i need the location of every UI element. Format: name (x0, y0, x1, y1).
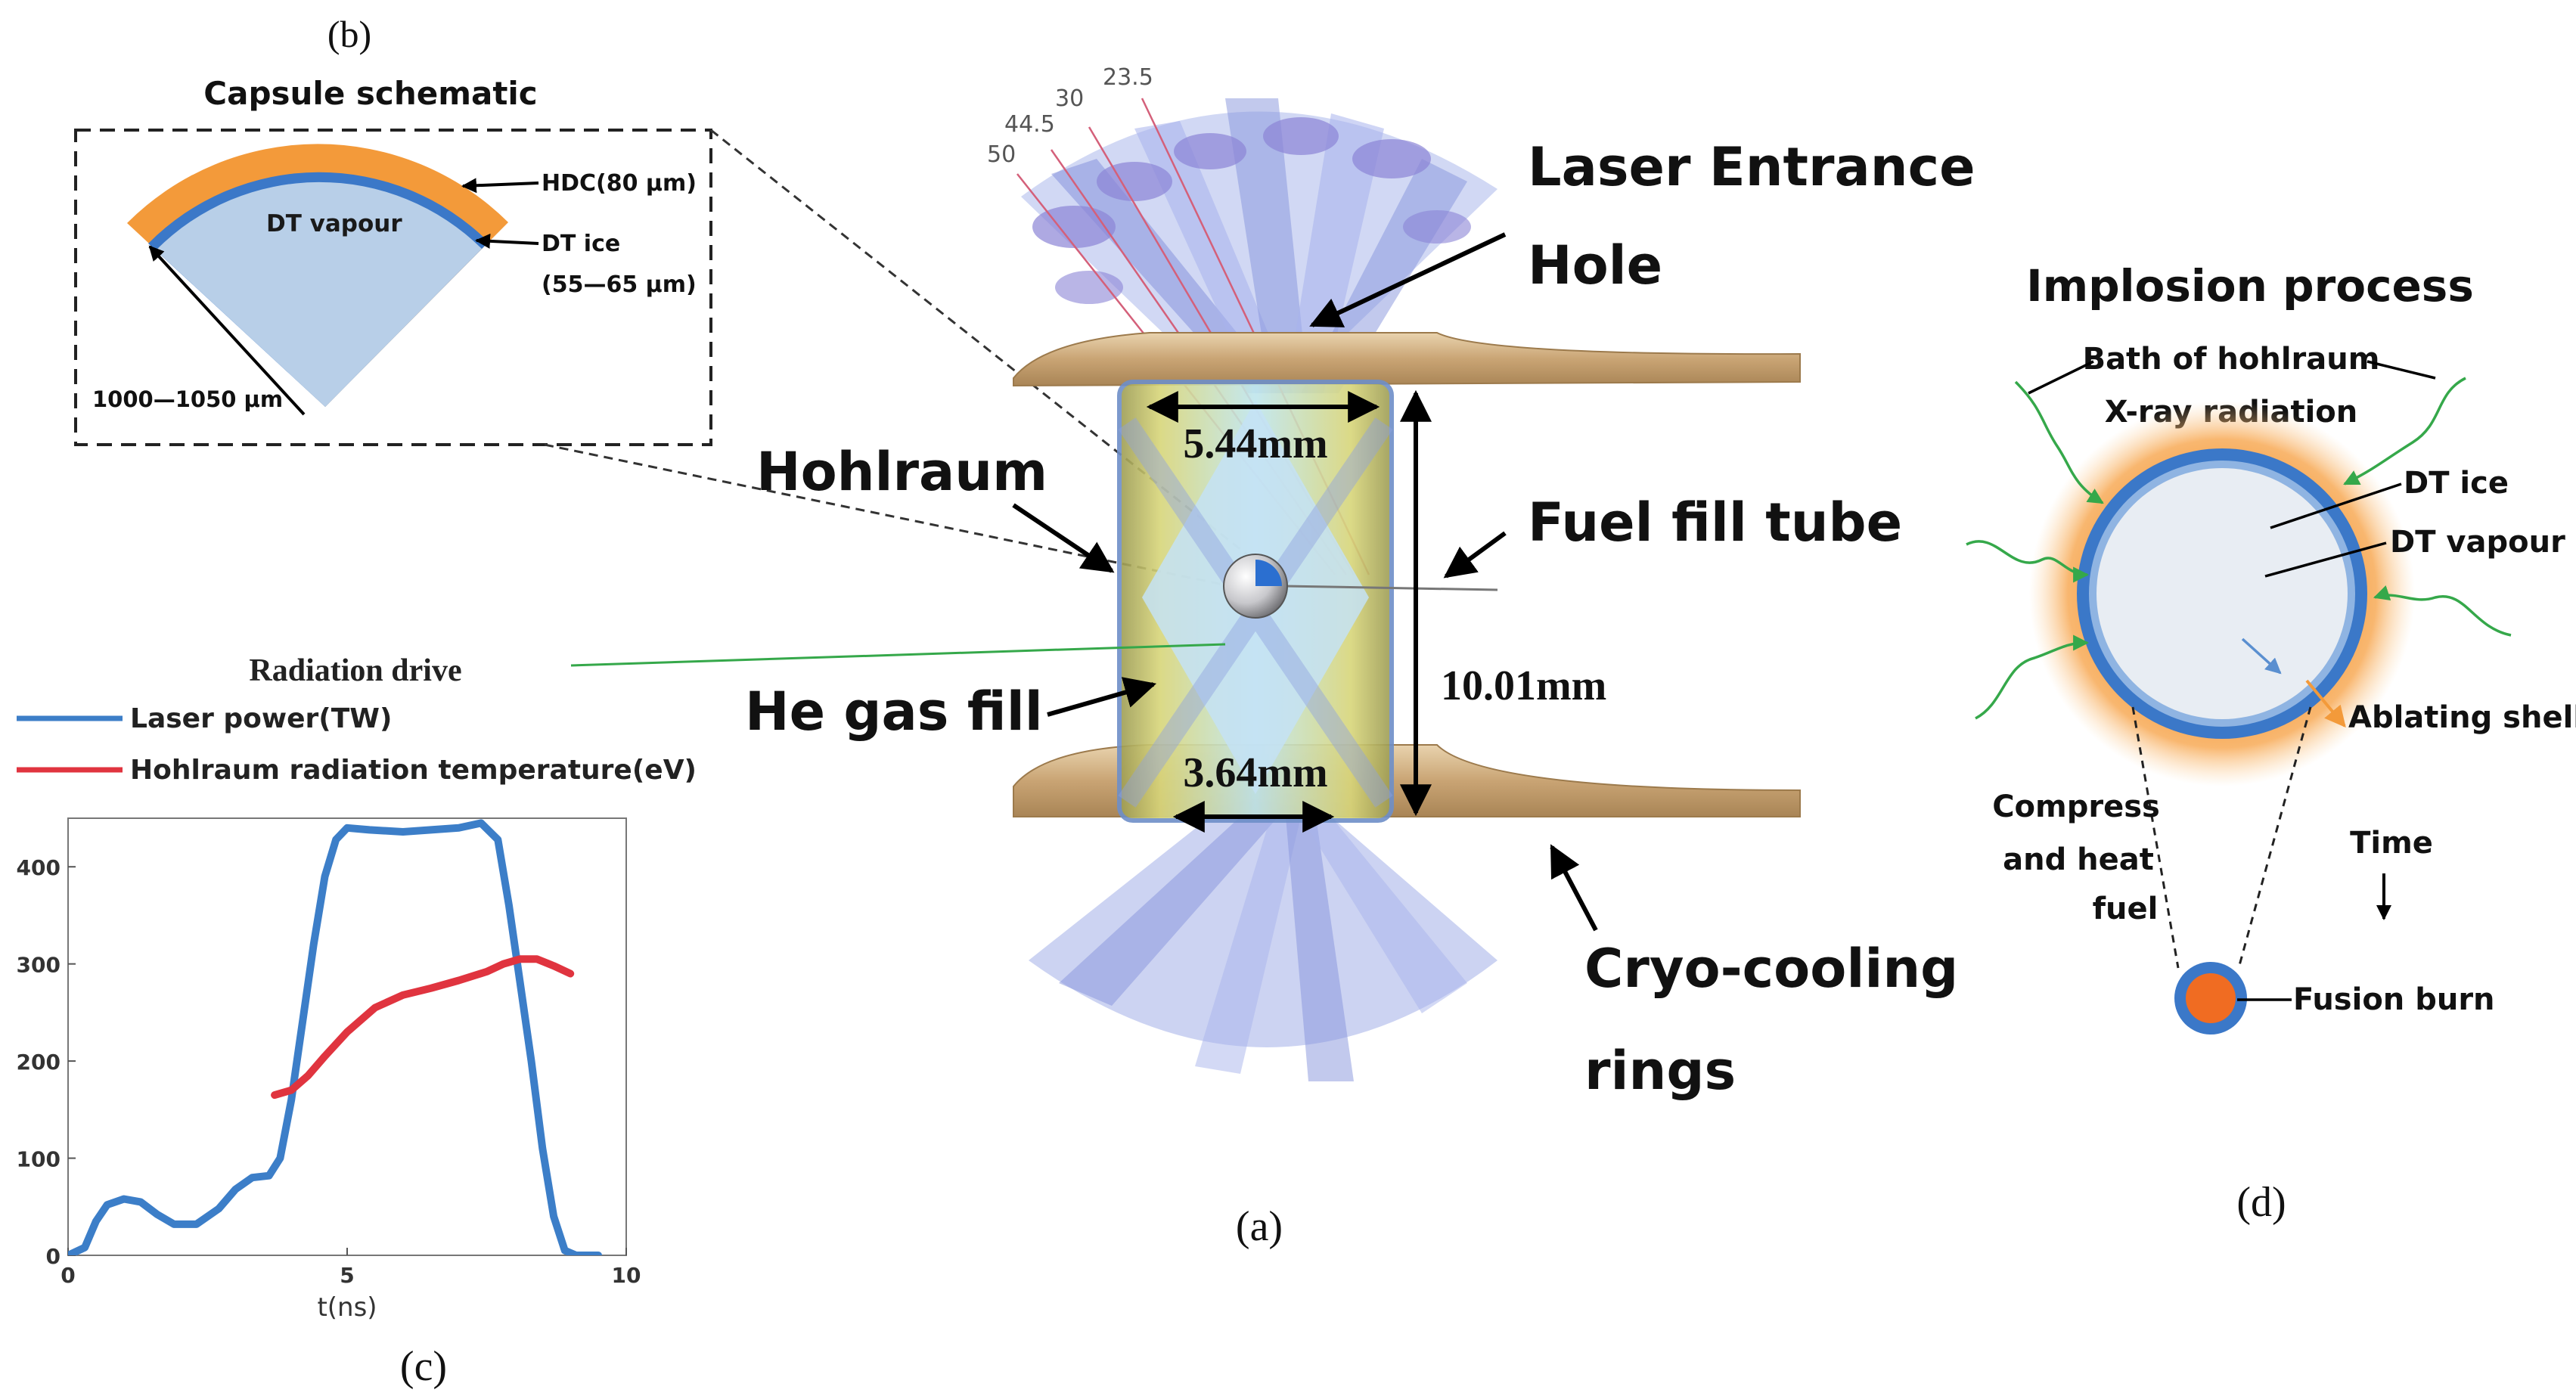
x-tick-label: 10 (612, 1263, 641, 1288)
bath-pointer-right (2367, 360, 2436, 380)
angle-44-5: 44.5 (1004, 111, 1055, 138)
leh-width-label: 3.64mm (1183, 749, 1327, 796)
capsule-vapour-label: DT vapour (266, 210, 402, 237)
radiation-drive-link-line (570, 643, 1226, 667)
fusion-burn-label: Fusion burn (2293, 982, 2495, 1017)
capsule-hdc-label: HDC(80 μm) (542, 170, 697, 197)
ablating-label: Ablating shell (2348, 700, 2576, 735)
dt-vapour-core (2096, 468, 2348, 719)
height-label: 10.01mm (1441, 662, 1606, 709)
hohlraum-pointer (1012, 503, 1115, 573)
panel-b: (b) Capsule schematic DT vapour HDC(80 μ… (74, 13, 1279, 588)
cryo-label-line2: rings (1584, 1040, 1736, 1102)
legend-label-radiation: Hohlraum radiation temperature(eV) (130, 755, 697, 786)
vapour-region (156, 181, 482, 407)
leh-label-line1: Laser Entrance (1528, 136, 1975, 198)
capsule-inset-box (74, 129, 712, 446)
ablation-arrow (2305, 679, 2346, 728)
angle-30: 30 (1055, 85, 1084, 112)
compress-label-line1: Compress (1992, 789, 2160, 824)
cryo-pointer (1550, 844, 1598, 932)
leh-pointer (1309, 232, 1507, 327)
legend-label-laser: Laser power(TW) (130, 703, 392, 734)
y-tick-label: 300 (17, 953, 61, 978)
y-tick-label: 400 (17, 855, 61, 880)
vapour-pointer-d (2264, 541, 2387, 578)
radiation-temperature-line (271, 955, 575, 1100)
x-tick-label: 0 (61, 1263, 75, 1288)
panel-label-b: (b) (327, 13, 371, 55)
panel-label-d: (d) (2236, 1179, 2286, 1226)
he-gas-pointer (1047, 677, 1157, 717)
hdc-pointer (461, 178, 539, 194)
x-tick-label: 5 (340, 1263, 354, 1288)
hohlraum-label: Hohlraum (756, 441, 1047, 503)
chart-series (68, 819, 603, 1255)
capsule-cutaway (1255, 560, 1282, 586)
capsule-ice-thickness: (55—65 μm) (542, 271, 697, 298)
he-gas-label: He gas fill (745, 681, 1043, 743)
lower-laser-beams (1029, 817, 1497, 1081)
leh-label-line2: Hole (1528, 234, 1662, 296)
upper-cryo-ring (1013, 332, 1801, 387)
implosion-ice-label: DT ice (2404, 466, 2509, 501)
zoom-line-bottom (544, 443, 1235, 588)
bath-pointer-left (2028, 360, 2094, 395)
panel-d: Implosion process Bath of hohlraum X-ray… (1966, 260, 2576, 1226)
fuel-tube-label: Fuel fill tube (1528, 492, 1902, 554)
cryo-label-line1: Cryo-cooling (1584, 938, 1958, 1000)
x-axis-label: t(ns) (317, 1292, 377, 1323)
diameter-label: 5.44mm (1183, 420, 1327, 467)
radius-arrow (148, 245, 306, 416)
angle-23-5: 23.5 (1103, 64, 1153, 91)
panel-a: 23.5 30 44.5 50 5.44mm 10.01mm 3.64 (745, 64, 1975, 1250)
capsule-ice-label: DT ice (542, 231, 620, 257)
ice-pointer-d (2270, 482, 2402, 529)
fuel-tube-pointer (1443, 531, 1507, 579)
compress-line-left (2131, 706, 2180, 969)
implosion-title: Implosion process (2026, 260, 2474, 312)
fuel-tube (1283, 585, 1498, 591)
compress-label-line3: fuel (2093, 892, 2159, 926)
radius-indicator (2241, 637, 2282, 675)
angle-50: 50 (987, 141, 1016, 168)
capsule-radius-label: 1000—1050 μm (92, 386, 283, 412)
compress-line-right (2237, 706, 2312, 969)
laser-power-line (68, 819, 603, 1255)
chart-title: Radiation drive (249, 653, 461, 688)
capsule-title: Capsule schematic (203, 75, 537, 112)
implosion-vapour-label: DT vapour (2390, 525, 2565, 560)
chart-axes: 0 100 200 300 400 0 5 10 (17, 855, 641, 1288)
xray-arrows (1966, 377, 2512, 720)
compress-label-line2: and heat (2003, 842, 2154, 877)
burn-core (2186, 973, 2236, 1023)
panel-c: Radiation drive Laser power(TW) Hohlraum… (17, 643, 1226, 1390)
bath-label-line1: Bath of hohlraum (2083, 342, 2380, 377)
ice-pointer (475, 233, 539, 249)
y-tick-label: 200 (17, 1050, 61, 1075)
time-label: Time (2350, 826, 2433, 861)
y-tick-label: 100 (17, 1147, 61, 1172)
panel-label-c: (c) (400, 1343, 447, 1390)
panel-label-a: (a) (1236, 1203, 1283, 1250)
y-tick-label: 0 (46, 1244, 61, 1269)
